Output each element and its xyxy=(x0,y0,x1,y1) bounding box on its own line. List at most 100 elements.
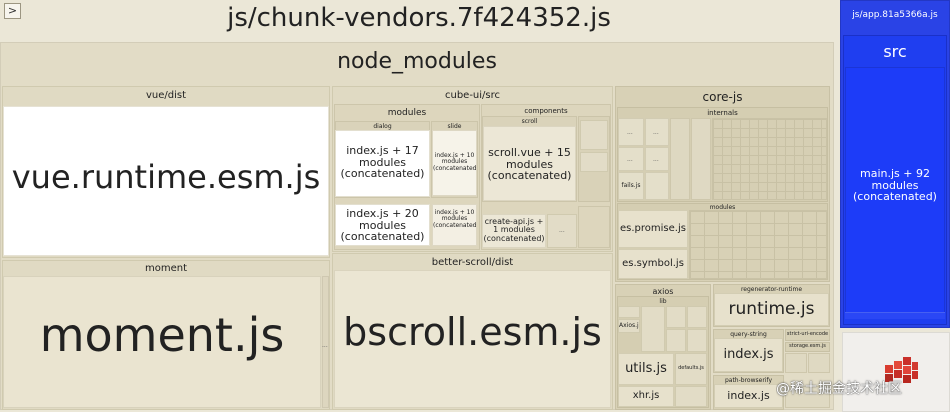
defaults-js-label: defaults.js xyxy=(678,365,704,371)
app-chunk-title: js/app.81a5366a.js xyxy=(852,10,938,20)
runtime-js-label: runtime.js xyxy=(728,299,815,319)
create-api-cell[interactable]: create-api.js + 1 modules (concatenated) xyxy=(482,214,546,248)
internals-ellipsis-4: ... xyxy=(653,156,659,163)
main-js-label: main.js + 92 modules (concatenated) xyxy=(853,167,937,204)
internals-cell-6[interactable] xyxy=(670,118,690,200)
moment-group-label: moment xyxy=(144,263,187,274)
core-modules-mosaic[interactable] xyxy=(689,210,827,279)
scroll-vue-label: scroll.vue + 15 modules (concatenated) xyxy=(487,146,572,183)
axios-lib-cell-b[interactable] xyxy=(641,306,665,352)
scroll-vue-cell[interactable]: scroll.vue + 15 modules (concatenated) xyxy=(483,126,576,201)
vue-runtime-cell[interactable]: vue.runtime.esm.js xyxy=(3,106,329,256)
xhr-js-cell[interactable]: xhr.js xyxy=(618,386,674,407)
internals-cell-7[interactable] xyxy=(691,118,711,200)
axios-lib-cell-f[interactable] xyxy=(687,329,707,352)
modules-index-20-cell[interactable]: index.js + 20 modules (concatenated) xyxy=(335,204,430,246)
axios-lib-cell-d[interactable] xyxy=(687,306,707,328)
es-promise-label: es.promise.js xyxy=(620,223,686,234)
axios-lib-cell-c[interactable] xyxy=(666,306,686,328)
cube-modules-label: modules xyxy=(387,108,427,118)
slide-label: slide xyxy=(447,123,462,130)
internals-label: internals xyxy=(707,109,738,117)
components-lower-cell-a[interactable]: ... xyxy=(547,214,577,248)
bscroll-esm-label: bscroll.esm.js xyxy=(343,310,602,354)
misc-small-cell-c[interactable] xyxy=(785,386,830,408)
axios-lib-cell-a[interactable] xyxy=(618,306,640,318)
watermark-text: @稀土掘金技术社区 xyxy=(776,381,902,397)
axios-file-cell[interactable]: Axios.js xyxy=(618,319,640,333)
slide-index-cell[interactable]: index.js + 10 modules (concatenated) xyxy=(432,130,477,196)
es-promise-cell[interactable]: es.promise.js xyxy=(618,210,688,248)
query-string-index-label: index.js xyxy=(723,347,774,362)
storage-esm-cell[interactable]: storage.esm.js xyxy=(785,342,830,352)
src-label: src xyxy=(883,42,907,61)
modules-index-10-cell[interactable]: index.js + 10 modules (concatenated) xyxy=(432,204,477,246)
query-string-index-cell[interactable]: index.js xyxy=(714,338,783,372)
axios-lib-label: lib xyxy=(659,298,667,305)
chunk-vendors-title: js/chunk-vendors.7f424352.js xyxy=(227,3,611,33)
strict-uri-cell[interactable]: strict-uri-encode xyxy=(785,329,830,341)
cube-ui-label: cube-ui/src xyxy=(444,90,501,101)
small-chunk-block[interactable] xyxy=(842,332,950,412)
path-browserify-index-cell[interactable]: index.js xyxy=(714,384,783,408)
defaults-js-cell[interactable]: defaults.js xyxy=(675,353,707,385)
dialog-label: dialog xyxy=(373,123,392,130)
es-symbol-cell[interactable]: es.symbol.js xyxy=(618,249,688,279)
storage-esm-label: storage.esm.js xyxy=(789,343,826,349)
components-small-cell-a[interactable] xyxy=(580,120,608,150)
moment-locale-sliver[interactable] xyxy=(322,276,329,408)
path-browserify-label: path-browserify xyxy=(724,377,773,384)
es-symbol-label: es.symbol.js xyxy=(622,258,684,269)
strict-uri-label: strict-uri-encode xyxy=(786,331,829,337)
internals-cell-5[interactable] xyxy=(645,172,669,200)
better-scroll-label: better-scroll/dist xyxy=(431,257,514,268)
internals-mosaic[interactable] xyxy=(712,118,827,200)
main-js-cell[interactable]: main.js + 92 modules (concatenated) xyxy=(845,67,945,319)
bscroll-esm-cell[interactable]: bscroll.esm.js xyxy=(334,270,611,408)
fails-js-label: fails.js xyxy=(621,182,641,189)
create-api-label: create-api.js + 1 modules (concatenated) xyxy=(483,217,545,243)
internals-cell-3[interactable]: ... xyxy=(618,147,644,171)
main-js-small-sliver[interactable] xyxy=(845,312,945,319)
vue-runtime-label: vue.runtime.esm.js xyxy=(11,158,321,196)
internals-ellipsis-3: ... xyxy=(627,156,633,163)
slide-index-label: index.js + 10 modules (concatenated) xyxy=(433,152,477,172)
core-modules-label: modules xyxy=(709,204,736,211)
components-lower-cell-b[interactable] xyxy=(578,206,610,248)
dialog-index-cell[interactable]: index.js + 17 modules (concatenated) xyxy=(335,130,430,197)
moment-js-label: moment.js xyxy=(39,308,285,362)
moment-ellipsis: ... xyxy=(322,342,328,349)
utils-js-label: utils.js xyxy=(625,361,667,376)
internals-cell-2[interactable]: ... xyxy=(645,118,669,146)
internals-cell-1[interactable]: ... xyxy=(618,118,644,146)
utils-js-cell[interactable]: utils.js xyxy=(618,353,674,385)
internals-ellipsis-1: ... xyxy=(627,129,633,136)
node-modules-label: node_modules xyxy=(337,49,497,74)
fails-js-cell[interactable]: fails.js xyxy=(618,172,644,200)
internals-ellipsis-2: ... xyxy=(653,129,659,136)
xhr-js-label: xhr.js xyxy=(632,390,660,401)
dialog-index-label: index.js + 17 modules (concatenated) xyxy=(340,144,425,181)
expand-sidebar-button[interactable]: > xyxy=(4,3,21,19)
components-label: components xyxy=(524,107,568,115)
vue-dist-label: vue/dist xyxy=(145,90,187,101)
components-small-cell-b[interactable] xyxy=(580,152,608,172)
juejin-logo-icon xyxy=(885,357,918,383)
chunk-vendors-block[interactable]: > js/chunk-vendors.7f424352.js node_modu… xyxy=(0,0,838,412)
axios-file-label: Axios.js xyxy=(619,322,640,329)
axios-lib-cell-e[interactable] xyxy=(666,329,686,352)
scroll-label: scroll xyxy=(521,118,538,125)
path-browserify-index-label: index.js xyxy=(727,389,770,402)
misc-small-cell-a[interactable] xyxy=(785,353,807,373)
query-string-label: query-string xyxy=(730,331,767,338)
regenerator-label: regenerator-runtime xyxy=(740,286,803,293)
modules-index-10-label: index.js + 10 modules (concatenated) xyxy=(433,209,477,229)
axios-lib-cell-g[interactable] xyxy=(675,386,707,407)
moment-js-cell[interactable]: moment.js xyxy=(3,276,321,408)
modules-index-20-label: index.js + 20 modules (concatenated) xyxy=(340,207,425,244)
axios-label: axios xyxy=(652,287,674,296)
runtime-js-cell[interactable]: runtime.js xyxy=(714,293,829,326)
misc-small-cell-b[interactable] xyxy=(808,353,830,373)
internals-cell-4[interactable]: ... xyxy=(645,147,669,171)
core-js-label: core-js xyxy=(702,90,743,104)
